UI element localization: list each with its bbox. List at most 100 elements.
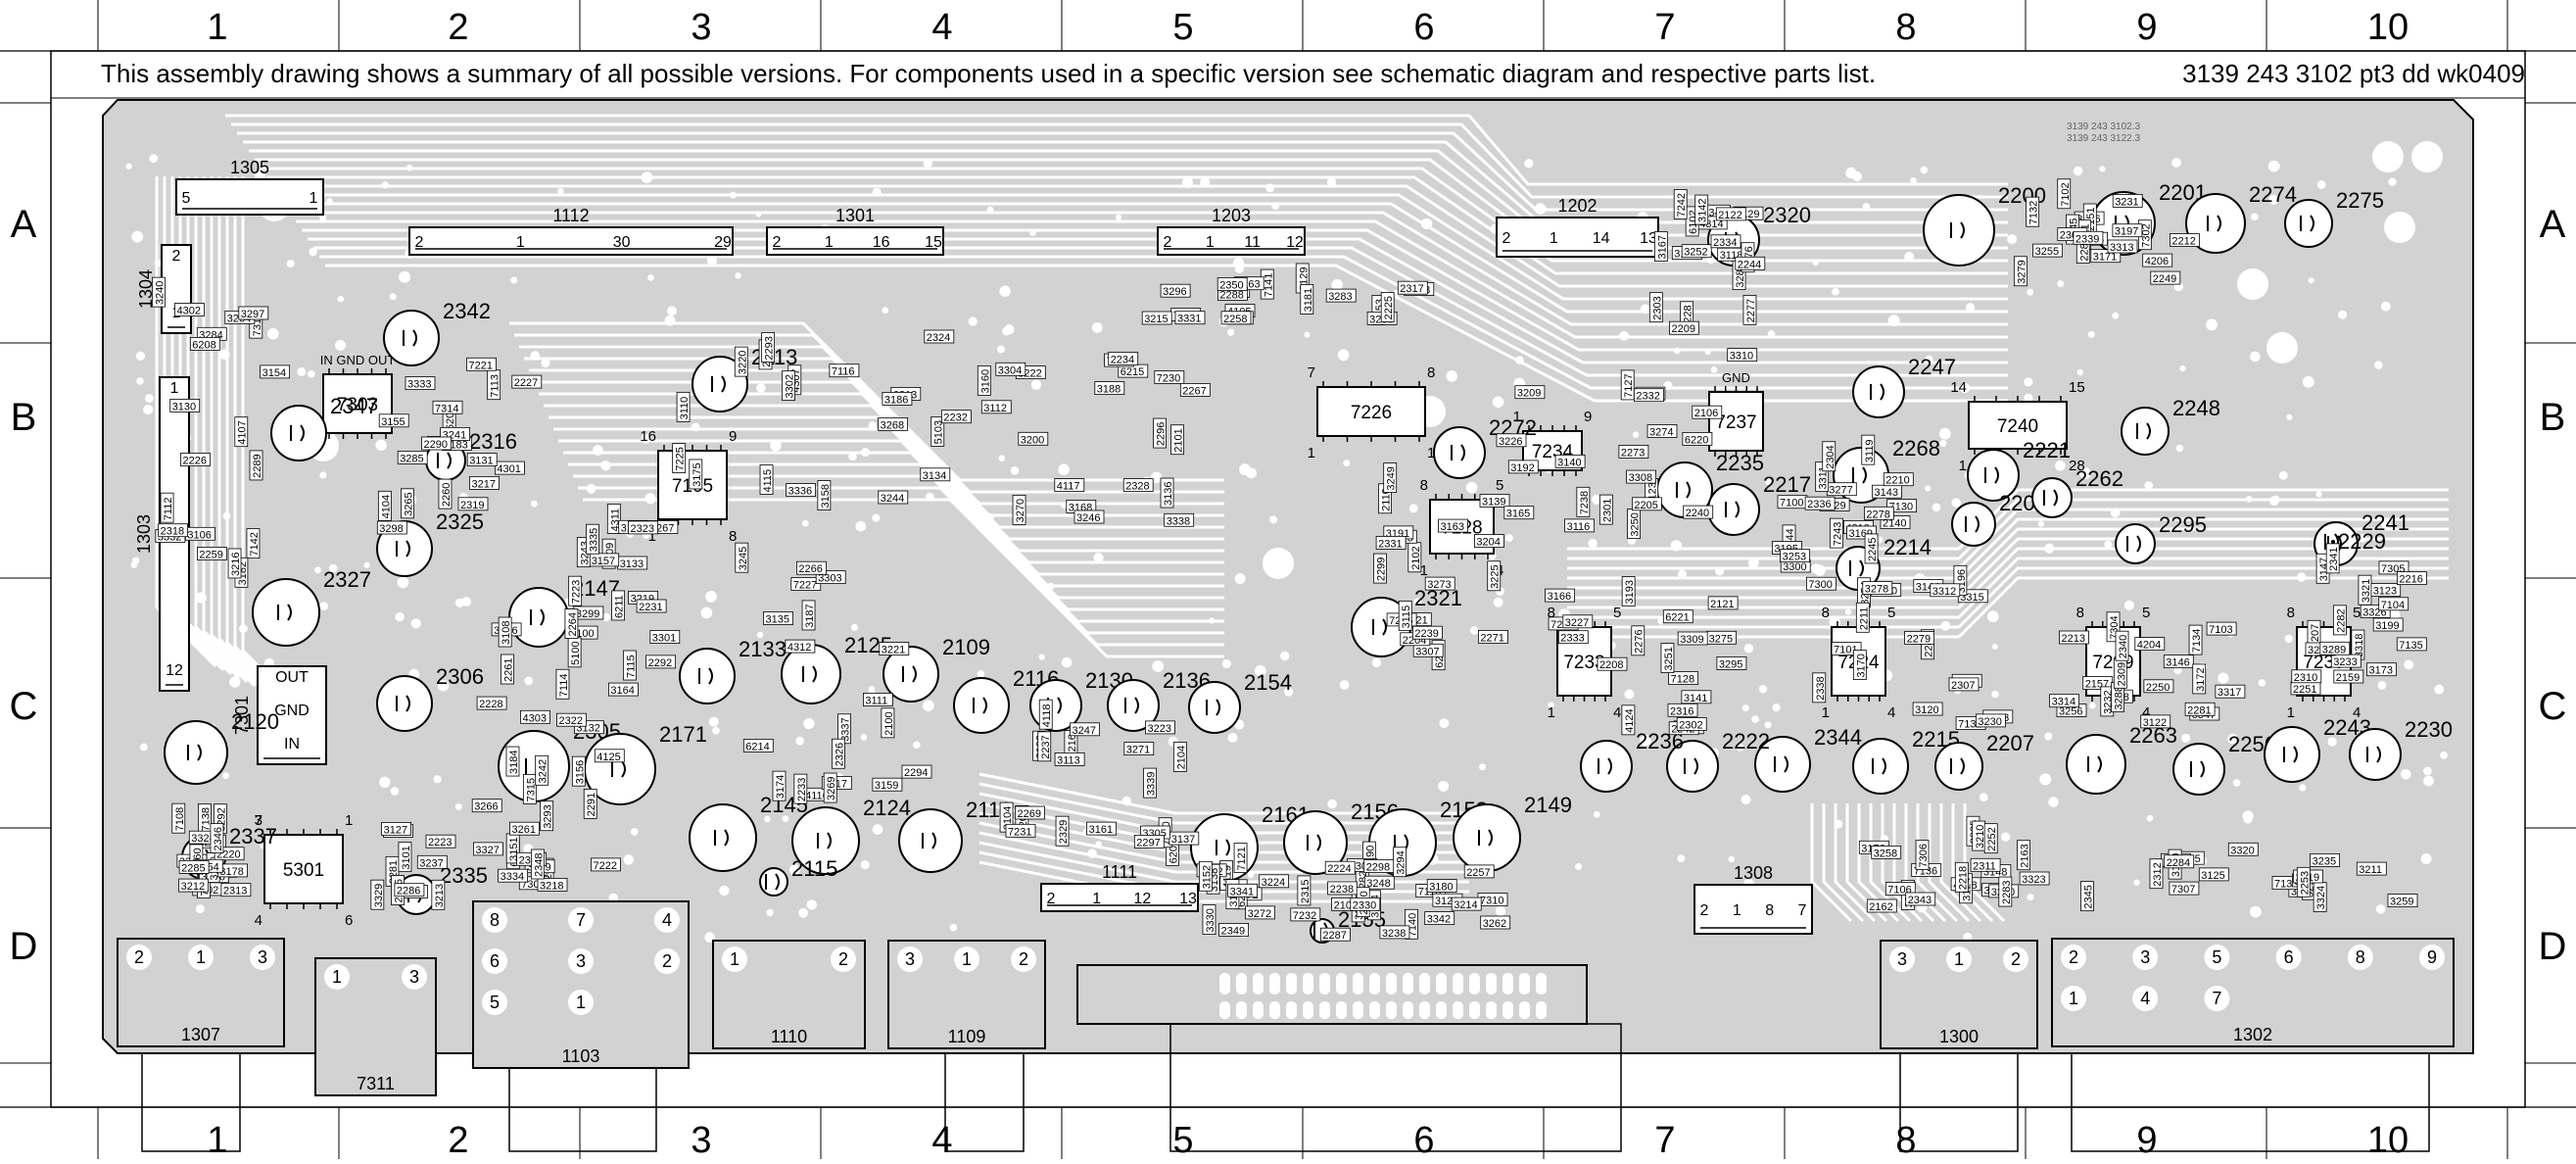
ic-pin-label: 4 bbox=[1887, 704, 1895, 721]
via bbox=[1991, 644, 1998, 650]
via bbox=[139, 743, 148, 752]
smd-3204: 3204 bbox=[1474, 534, 1504, 549]
comb-pad bbox=[1436, 973, 1447, 994]
comb-pad bbox=[1219, 973, 1230, 994]
smd-ref: 7307 bbox=[2171, 884, 2195, 896]
via bbox=[586, 483, 596, 494]
capacitor-plate bbox=[2310, 215, 2314, 232]
smd-3157: 3157 bbox=[589, 553, 620, 567]
via bbox=[2337, 310, 2348, 319]
smd-pad bbox=[405, 376, 436, 391]
smd-2257: 2257 bbox=[1463, 864, 1495, 879]
smd-3226: 3226 bbox=[1496, 433, 1527, 448]
smd-pad bbox=[790, 577, 822, 591]
ic-pin-label: 4 bbox=[255, 912, 262, 929]
connector-body bbox=[1693, 884, 1813, 935]
smd-2227: 2227 bbox=[511, 374, 543, 389]
smd-pad bbox=[735, 542, 749, 573]
smd-pad bbox=[1438, 518, 1468, 533]
smd-pad bbox=[2149, 858, 2164, 890]
smd-2326: 2326 bbox=[831, 738, 845, 769]
smd-3159: 3159 bbox=[872, 777, 903, 792]
via bbox=[1239, 463, 1251, 476]
smd-pad bbox=[1564, 518, 1595, 533]
via bbox=[2374, 361, 2383, 369]
smd-ref: 3111 bbox=[865, 696, 887, 707]
smd-ref: 2304 bbox=[1825, 445, 1837, 468]
smd-3122: 3122 bbox=[2140, 714, 2171, 729]
smd-pad bbox=[1259, 874, 1289, 889]
connector-body bbox=[408, 226, 734, 256]
comb-pad bbox=[1319, 1001, 1330, 1019]
smd-ref: 3294 bbox=[1396, 850, 1407, 874]
smd-pad bbox=[498, 868, 529, 883]
via bbox=[601, 612, 611, 622]
smd-pad bbox=[378, 413, 409, 428]
document-reference: 3139 243 3102 pt3 dd wk0409 bbox=[2182, 59, 2525, 88]
smd-pad bbox=[742, 739, 774, 752]
smd-pad bbox=[466, 357, 497, 371]
smd-ref: 3213 bbox=[434, 884, 446, 907]
smd-6221: 6221 bbox=[1662, 609, 1693, 624]
capacitor-body bbox=[1107, 679, 1160, 732]
smd-ref: 3275 bbox=[1709, 633, 1733, 645]
smd-ref: 7116 bbox=[832, 366, 855, 378]
smd-2293: 2293 bbox=[761, 332, 776, 363]
comb-pad bbox=[1503, 973, 1513, 994]
via bbox=[1965, 303, 1976, 313]
via bbox=[1772, 703, 1781, 712]
smd-ref: 2271 bbox=[1480, 632, 1503, 644]
smd-pad bbox=[1557, 630, 1589, 645]
comb-pad bbox=[1503, 1001, 1513, 1019]
smd-3240: 3240 bbox=[152, 276, 166, 308]
smd-3261: 3261 bbox=[509, 821, 540, 836]
smd-2159: 2159 bbox=[2333, 669, 2364, 684]
smd-3154: 3154 bbox=[260, 364, 291, 379]
smd-pad bbox=[1852, 650, 1867, 680]
smd-ref: 3246 bbox=[1076, 512, 1100, 524]
via bbox=[2375, 904, 2386, 914]
smd-ref: 3278 bbox=[1865, 584, 1888, 596]
via bbox=[756, 383, 766, 393]
via bbox=[1209, 617, 1216, 624]
smd-3301: 3301 bbox=[649, 630, 681, 645]
smd-ref: 2208 bbox=[1599, 659, 1623, 671]
connector-pin-label: 2 bbox=[1503, 230, 1511, 247]
smd-ref: 3235 bbox=[2313, 855, 2336, 867]
via bbox=[1663, 381, 1673, 390]
via bbox=[1408, 504, 1418, 513]
jack-pin-label: 3 bbox=[576, 951, 586, 971]
via bbox=[2380, 301, 2391, 312]
smd-ref: 3270 bbox=[1015, 499, 1026, 522]
connector-pin-label: 2 bbox=[1700, 902, 1709, 919]
comb-pad bbox=[1419, 973, 1430, 994]
capacitor-2207: 2207 bbox=[1934, 731, 2034, 791]
smd-pad bbox=[586, 523, 599, 555]
smd-pad bbox=[1904, 631, 1934, 645]
smd-7103: 7103 bbox=[2206, 621, 2237, 636]
smd-ref: 2298 bbox=[1366, 862, 1390, 874]
smd-3125: 3125 bbox=[2198, 867, 2229, 882]
column-label-top-3: 3 bbox=[691, 7, 711, 48]
smd-3320: 3320 bbox=[2227, 842, 2259, 856]
ic-pin-label: 4 bbox=[1613, 704, 1621, 721]
via bbox=[1326, 177, 1337, 187]
column-label-bottom-9: 9 bbox=[2136, 1120, 2157, 1159]
smd-2237: 2237 bbox=[1037, 731, 1052, 762]
smd-pad bbox=[2198, 867, 2229, 882]
smd-ref: 2336 bbox=[1807, 499, 1831, 510]
smd-2100: 2100 bbox=[881, 707, 895, 739]
connector-ref: 1303 bbox=[134, 514, 154, 554]
smd-3186: 3186 bbox=[882, 391, 913, 406]
capacitor-ref: 2274 bbox=[2249, 182, 2297, 207]
connector-pin-label: IN bbox=[284, 736, 300, 752]
jack-pin-label: 1 bbox=[196, 947, 206, 967]
jack-pad bbox=[897, 946, 923, 972]
smd-pad bbox=[494, 461, 525, 475]
smd-2261: 2261 bbox=[501, 654, 515, 685]
smd-3161: 3161 bbox=[1086, 821, 1117, 836]
capacitor-2109: 2109 bbox=[883, 635, 990, 703]
via bbox=[239, 624, 248, 633]
